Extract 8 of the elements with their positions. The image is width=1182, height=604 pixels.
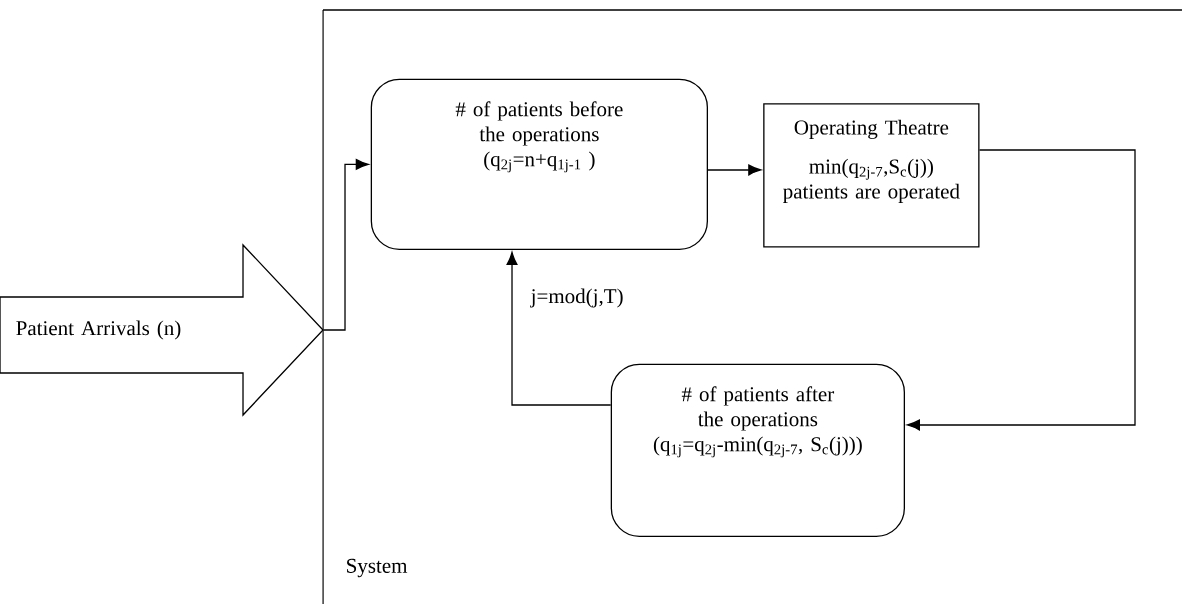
arrow: [906, 149, 1136, 431]
process-box: Operating Theatre min(q$_{2j-7}$,S$_{c}$(j)) patients are operated: [763, 103, 980, 248]
arrow: [707, 164, 762, 176]
rounded-box: # of patients after the operations (q$_{1j}$=q$_{2j}$-min(q$_{2j-7}$, S$_{c}$(j))): [610, 363, 905, 537]
arrow: [506, 251, 612, 406]
rounded-box: # of patients before the operations (q$_{2j}$=n+q$_{1j-1}$ ): [370, 78, 708, 250]
arrow: [323, 158, 369, 331]
note: j=mod(j,T): [530, 288, 623, 308]
